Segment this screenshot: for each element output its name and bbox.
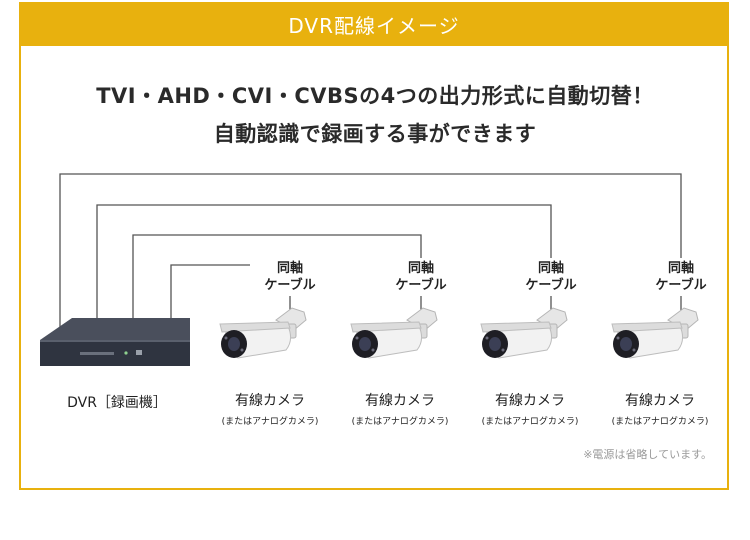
camera-sub-4: (またはアナログカメラ) <box>611 417 709 427</box>
bullet-camera-icon <box>350 307 438 359</box>
camera-label-1: 有線カメラ <box>235 393 305 409</box>
cable-line-2 <box>132 234 422 330</box>
camera-sub-1: (またはアナログカメラ) <box>221 417 319 427</box>
cable-label-1: 同軸 ケーブル <box>250 260 330 294</box>
camera-label-3: 有線カメラ <box>495 393 565 409</box>
bullet-camera-icon <box>219 307 307 359</box>
camera-sub-2: (またはアナログカメラ) <box>351 417 449 427</box>
header-bar: DVR配線イメージ <box>19 2 729 46</box>
camera-label-4: 有線カメラ <box>625 393 695 409</box>
headline-line-2: 自動認識で録画する事ができます <box>213 122 537 146</box>
cable-label-4: 同軸 ケーブル <box>641 260 721 294</box>
headline-line-1: TVI・AHD・CVI・CVBSの4つの出力形式に自動切替！ <box>96 84 654 108</box>
dvr-label: DVR［録画機］ <box>67 395 167 411</box>
diagram-frame <box>19 2 729 490</box>
camera-sub-3: (またはアナログカメラ) <box>481 417 579 427</box>
footnote: ※電源は省略しています。 <box>583 448 712 461</box>
bullet-camera-icon <box>480 307 568 359</box>
camera-label-2: 有線カメラ <box>365 393 435 409</box>
cable-label-3: 同軸 ケーブル <box>511 260 591 294</box>
header-title: DVR配線イメージ <box>288 13 460 38</box>
bullet-camera-icon <box>611 307 699 359</box>
cable-line-4 <box>59 173 682 330</box>
cable-label-2: 同軸 ケーブル <box>381 260 461 294</box>
cable-line-3 <box>96 204 552 330</box>
dvr-device <box>40 318 190 366</box>
